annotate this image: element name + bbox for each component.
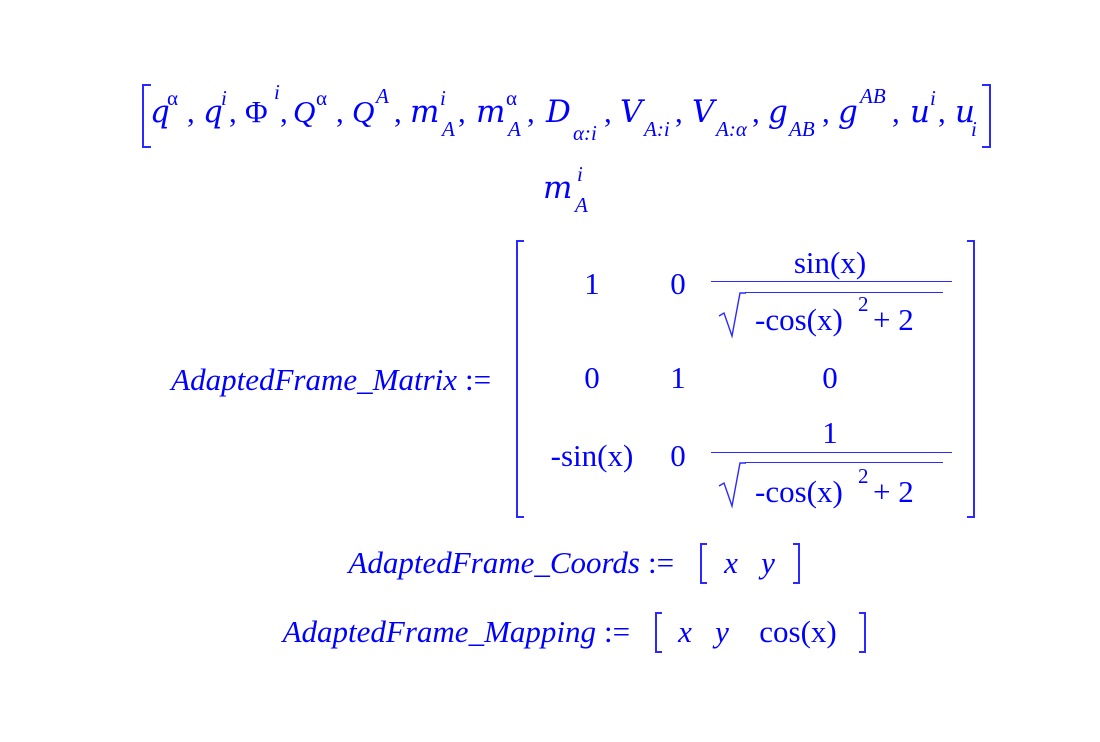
list-item-sup: α	[167, 86, 179, 110]
list-item-base: u	[910, 94, 930, 130]
list-item-sub: A	[442, 117, 455, 141]
matrix-cell: 0	[670, 266, 686, 301]
fraction-denominator-power: 2	[858, 464, 869, 488]
radical-sign	[718, 462, 746, 509]
assign-operator: :=	[465, 362, 492, 397]
selected-base: m	[543, 170, 573, 206]
fraction-denominator: -cos(x)	[755, 474, 843, 509]
list-item-base: V	[692, 94, 715, 130]
coords-name: AdaptedFrame_Coords	[348, 545, 640, 580]
list-item-base: q	[150, 94, 170, 130]
list-item-base: Φ	[245, 94, 268, 129]
list-comma: ,	[187, 94, 195, 129]
selected-sub: A	[575, 193, 588, 217]
list-item-base: q	[203, 94, 223, 130]
radical-bar	[745, 292, 943, 293]
list-item-sup: i	[440, 86, 446, 110]
list-comma: ,	[229, 94, 237, 129]
mapping-right-bracket	[864, 612, 866, 653]
list-item-base: D	[546, 94, 571, 130]
list-item-sup: α	[316, 86, 328, 110]
list-comma: ,	[938, 94, 946, 129]
list-left-bracket	[142, 84, 144, 148]
fraction-denominator-tail: + 2	[873, 474, 914, 509]
radical-bar	[745, 462, 943, 463]
fraction-denominator-tail: + 2	[873, 302, 914, 337]
list-item-sup: α	[506, 86, 518, 110]
list-comma: ,	[604, 94, 612, 129]
fraction-numerator: 1	[822, 415, 838, 450]
fraction-denominator: -cos(x)	[755, 302, 843, 337]
list-comma: ,	[527, 94, 535, 129]
list-item-base: g	[838, 94, 858, 130]
list-item-sup: AB	[860, 84, 886, 108]
matrix-right-bracket	[973, 240, 975, 518]
coords-right-bracket	[798, 543, 800, 584]
matrix-left-bracket	[516, 240, 518, 518]
fraction-numerator: sin(x)	[793, 245, 867, 280]
list-comma: ,	[280, 94, 288, 129]
list-comma: ,	[822, 94, 830, 129]
matrix-cell: 0	[584, 360, 600, 395]
assign-operator: :=	[648, 545, 675, 580]
list-comma: ,	[458, 94, 466, 129]
list-item-base: Q	[352, 94, 375, 129]
fraction-bar	[711, 281, 952, 282]
list-item-sup: i	[930, 86, 936, 110]
matrix-cell: -sin(x)	[550, 438, 634, 473]
list-item-base: V	[620, 94, 643, 130]
coords-value: y	[761, 545, 775, 580]
list-comma: ,	[675, 94, 683, 129]
list-comma: ,	[752, 94, 760, 129]
matrix-name: AdaptedFrame_Matrix	[171, 362, 457, 397]
radical-sign	[718, 292, 746, 339]
mapping-value: x	[678, 614, 692, 649]
list-item-base: g	[768, 94, 788, 130]
list-item-base: m	[410, 94, 440, 130]
fraction-bar	[711, 452, 952, 453]
coords-value: x	[724, 545, 738, 580]
list-item-sup: i	[221, 86, 227, 110]
matrix-cell: 1	[670, 360, 686, 395]
list-item-sup: A	[376, 84, 389, 108]
list-item-base: Q	[293, 94, 316, 129]
list-right-bracket	[989, 84, 991, 148]
matrix-cell: 0	[822, 360, 838, 395]
coords-left-bracket	[700, 543, 702, 584]
fraction-denominator-power: 2	[858, 292, 869, 316]
list-item-sub: A:α	[716, 117, 747, 141]
list-item-sub: i	[971, 117, 977, 141]
selected-sup: i	[577, 162, 583, 186]
list-comma: ,	[892, 94, 900, 129]
list-comma: ,	[336, 94, 344, 129]
list-item-sub: A	[508, 117, 521, 141]
mapping-name: AdaptedFrame_Mapping	[282, 614, 596, 649]
matrix-cell: 1	[584, 266, 600, 301]
mapping-value: cos(x)	[759, 614, 837, 649]
list-item-sub: AB	[789, 117, 815, 141]
list-item-sup: i	[274, 80, 280, 104]
mapping-value: y	[715, 614, 729, 649]
matrix-cell: 0	[670, 438, 686, 473]
list-comma: ,	[394, 94, 402, 129]
list-item-sub: A:i	[644, 117, 670, 141]
list-item-sub: α:i	[573, 121, 597, 145]
assign-operator: :=	[604, 614, 631, 649]
list-item-base: m	[476, 94, 506, 130]
list-item-base: u	[955, 94, 975, 130]
mapping-left-bracket	[655, 612, 657, 653]
